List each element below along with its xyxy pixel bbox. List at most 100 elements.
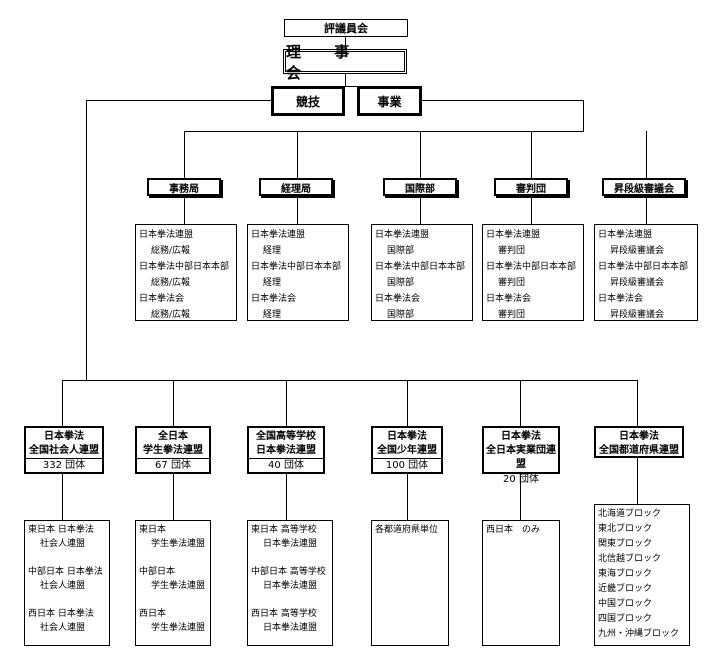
list-item: 学生拳法連盟 bbox=[151, 623, 206, 633]
list-item: 日本拳法連盟 bbox=[598, 230, 653, 240]
competition-label: 競技 bbox=[295, 94, 320, 109]
org-name: 日本拳法 bbox=[619, 431, 659, 442]
list-item: 西日本 のみ bbox=[486, 525, 541, 535]
board-label: 理 事 会 bbox=[286, 42, 364, 82]
list-item: 日本拳法中部日本本部 bbox=[486, 262, 577, 272]
list-item: 日本拳法連盟 bbox=[263, 539, 318, 549]
list-item: 四国ブロック bbox=[598, 614, 653, 624]
dept-box-referees: 審判団 bbox=[494, 178, 568, 196]
org-name: 全国社会人連盟 bbox=[29, 445, 99, 456]
org-count: 20 団体 bbox=[484, 472, 558, 487]
list-item: 中部日本 日本拳法 bbox=[28, 567, 103, 577]
list-item: 経理 bbox=[263, 246, 282, 256]
list-item: 中部日本 bbox=[139, 567, 176, 577]
dept-box-international: 国際部 bbox=[383, 178, 457, 196]
business-box: 事業 bbox=[357, 86, 422, 116]
org-name: 日本拳法連盟 bbox=[256, 445, 316, 456]
org-name: 全日本 bbox=[158, 431, 188, 442]
list-item: 日本拳法連盟 bbox=[486, 230, 541, 240]
board-box: 理 事 会 bbox=[283, 43, 407, 82]
list-item: 学生拳法連盟 bbox=[151, 581, 206, 591]
list-item: 総務/広報 bbox=[151, 278, 191, 288]
dept-title: 国際部 bbox=[405, 183, 435, 195]
list-item: 経理 bbox=[263, 278, 282, 288]
list-item: 社会人連盟 bbox=[40, 539, 86, 549]
list-item: 日本拳法会 bbox=[251, 294, 297, 304]
list-spacer bbox=[139, 551, 207, 565]
list-item: 近畿ブロック bbox=[598, 584, 653, 594]
list-item: 東日本 日本拳法 bbox=[28, 525, 94, 535]
list-item: 総務/広報 bbox=[151, 246, 191, 256]
org-box-adult: 日本拳法 全国社会人連盟 332 団体 bbox=[24, 426, 104, 474]
list-item: 日本拳法中部日本本部 bbox=[375, 262, 466, 272]
list-item: 東日本 bbox=[139, 525, 167, 535]
dept-title: 事務局 bbox=[169, 183, 199, 195]
list-item: 昇段級審議会 bbox=[610, 246, 665, 256]
dept-list-accounting: 日本拳法連盟 経理 日本拳法中部日本本部 経理 日本拳法会 経理 bbox=[247, 224, 349, 321]
list-item: 日本拳法連盟 bbox=[139, 230, 194, 240]
list-item: 日本拳法会 bbox=[598, 294, 644, 304]
list-item: 北海道ブロック bbox=[598, 509, 662, 519]
org-name: 日本拳法 bbox=[387, 431, 427, 442]
list-spacer bbox=[251, 551, 329, 565]
dept-title: 審判団 bbox=[516, 183, 546, 195]
list-item: 社会人連盟 bbox=[40, 581, 86, 591]
org-count: 67 団体 bbox=[137, 458, 209, 473]
list-item: 関東ブロック bbox=[598, 539, 653, 549]
list-item: 九州・沖縄ブロック bbox=[598, 629, 680, 639]
list-item: 中部日本 高等学校 bbox=[251, 567, 326, 577]
list-item: 各都道府県単位 bbox=[375, 525, 439, 535]
list-item: 西日本 日本拳法 bbox=[28, 609, 94, 619]
list-item: 日本拳法連盟 bbox=[375, 230, 430, 240]
list-item: 総務/広報 bbox=[151, 310, 191, 320]
list-item: 昇段級審議会 bbox=[610, 278, 665, 288]
list-item: 中国ブロック bbox=[598, 599, 653, 609]
org-members-highschool: 東日本 高等学校 日本拳法連盟 中部日本 高等学校 日本拳法連盟 西日本 高等学… bbox=[247, 520, 333, 646]
business-label: 事業 bbox=[377, 94, 402, 109]
list-item: 日本拳法中部日本本部 bbox=[598, 262, 689, 272]
org-box-highschool: 全国高等学校 日本拳法連盟 40 団体 bbox=[247, 426, 325, 474]
list-item: 日本拳法中部日本本部 bbox=[251, 262, 342, 272]
dept-list-promotion: 日本拳法連盟 昇段級審議会 日本拳法中部日本本部 昇段級審議会 日本拳法会 昇段… bbox=[594, 224, 698, 321]
org-count: 100 団体 bbox=[373, 458, 441, 473]
dept-title: 昇段級審議会 bbox=[614, 183, 674, 195]
org-members-prefecture: 北海道ブロック 東北ブロック 関東ブロック 北信越ブロック 東海ブロック 近畿ブ… bbox=[594, 504, 690, 646]
list-item: 学生拳法連盟 bbox=[151, 539, 206, 549]
list-item: 審判団 bbox=[498, 278, 526, 288]
org-count: 332 団体 bbox=[26, 458, 102, 473]
org-box-student: 全日本 学生拳法連盟 67 団体 bbox=[135, 426, 211, 474]
dept-list-secretariat: 日本拳法連盟 総務/広報 日本拳法中部日本本部 総務/広報 日本拳法会 総務/広… bbox=[135, 224, 237, 321]
org-box-prefecture: 日本拳法 全国都道府県連盟 bbox=[594, 426, 684, 458]
org-name: 学生拳法連盟 bbox=[143, 445, 203, 456]
list-item: 西日本 高等学校 bbox=[251, 609, 317, 619]
list-item: 日本拳法中部日本本部 bbox=[139, 262, 230, 272]
council-box: 評議員会 bbox=[284, 19, 408, 37]
org-members-youth: 各都道府県単位 bbox=[371, 520, 449, 646]
org-members-student: 東日本 学生拳法連盟 中部日本 学生拳法連盟 西日本 学生拳法連盟 bbox=[135, 520, 211, 646]
list-item: 東日本 高等学校 bbox=[251, 525, 317, 535]
list-item: 日本拳法連盟 bbox=[263, 623, 318, 633]
list-item: 日本拳法会 bbox=[139, 294, 185, 304]
list-item: 社会人連盟 bbox=[40, 623, 86, 633]
dept-box-promotion: 昇段級審議会 bbox=[602, 178, 686, 196]
list-item: 西日本 bbox=[139, 609, 167, 619]
dept-box-secretariat: 事務局 bbox=[147, 178, 221, 196]
org-name: 全国都道府県連盟 bbox=[599, 445, 679, 456]
list-spacer bbox=[28, 593, 106, 607]
list-item: 日本拳法連盟 bbox=[263, 581, 318, 591]
list-item: 日本拳法会 bbox=[486, 294, 532, 304]
list-item: 東北ブロック bbox=[598, 524, 653, 534]
list-item: 日本拳法会 bbox=[375, 294, 421, 304]
org-members-adult: 東日本 日本拳法 社会人連盟 中部日本 日本拳法 社会人連盟 西日本 日本拳法 … bbox=[24, 520, 110, 646]
dept-title: 経理局 bbox=[281, 183, 311, 195]
dept-box-accounting: 経理局 bbox=[259, 178, 333, 196]
list-item: 国際部 bbox=[387, 278, 415, 288]
list-spacer bbox=[251, 593, 329, 607]
org-box-youth: 日本拳法 全国少年連盟 100 団体 bbox=[371, 426, 443, 474]
list-spacer bbox=[28, 551, 106, 565]
list-item: 北信越ブロック bbox=[598, 554, 662, 564]
list-item: 国際部 bbox=[387, 246, 415, 256]
org-count: 40 団体 bbox=[249, 458, 323, 473]
org-name: 全国少年連盟 bbox=[377, 445, 437, 456]
org-name: 全日本実業団連盟 bbox=[486, 445, 556, 470]
